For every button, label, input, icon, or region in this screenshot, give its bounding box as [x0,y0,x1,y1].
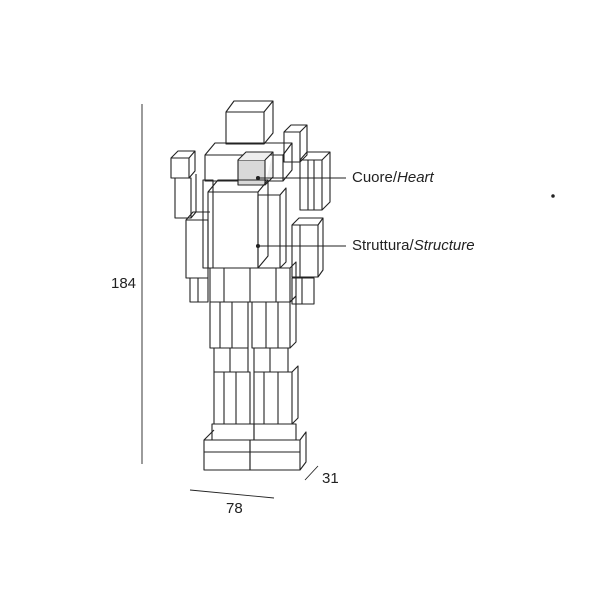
stray-dot [551,194,555,198]
feet [203,423,307,471]
depth-dimension-line [304,465,319,481]
dimension-lines [141,104,319,499]
left-arm [170,150,210,303]
pelvis [209,261,297,303]
depth-dimension-label: 31 [322,470,339,487]
lower-legs [213,365,299,425]
torso-structure [202,179,287,269]
width-dimension-label: 78 [226,500,243,517]
height-dimension-label: 184 [111,275,137,292]
structure-callout: Struttura/Structure [352,237,475,254]
heart-callout: Cuore/Heart [352,169,434,186]
right-arm [283,124,331,305]
knees [213,347,289,373]
leader-lines [255,175,346,249]
head-box [225,100,274,145]
width-dimension-line [189,489,275,499]
upper-legs [209,295,297,349]
